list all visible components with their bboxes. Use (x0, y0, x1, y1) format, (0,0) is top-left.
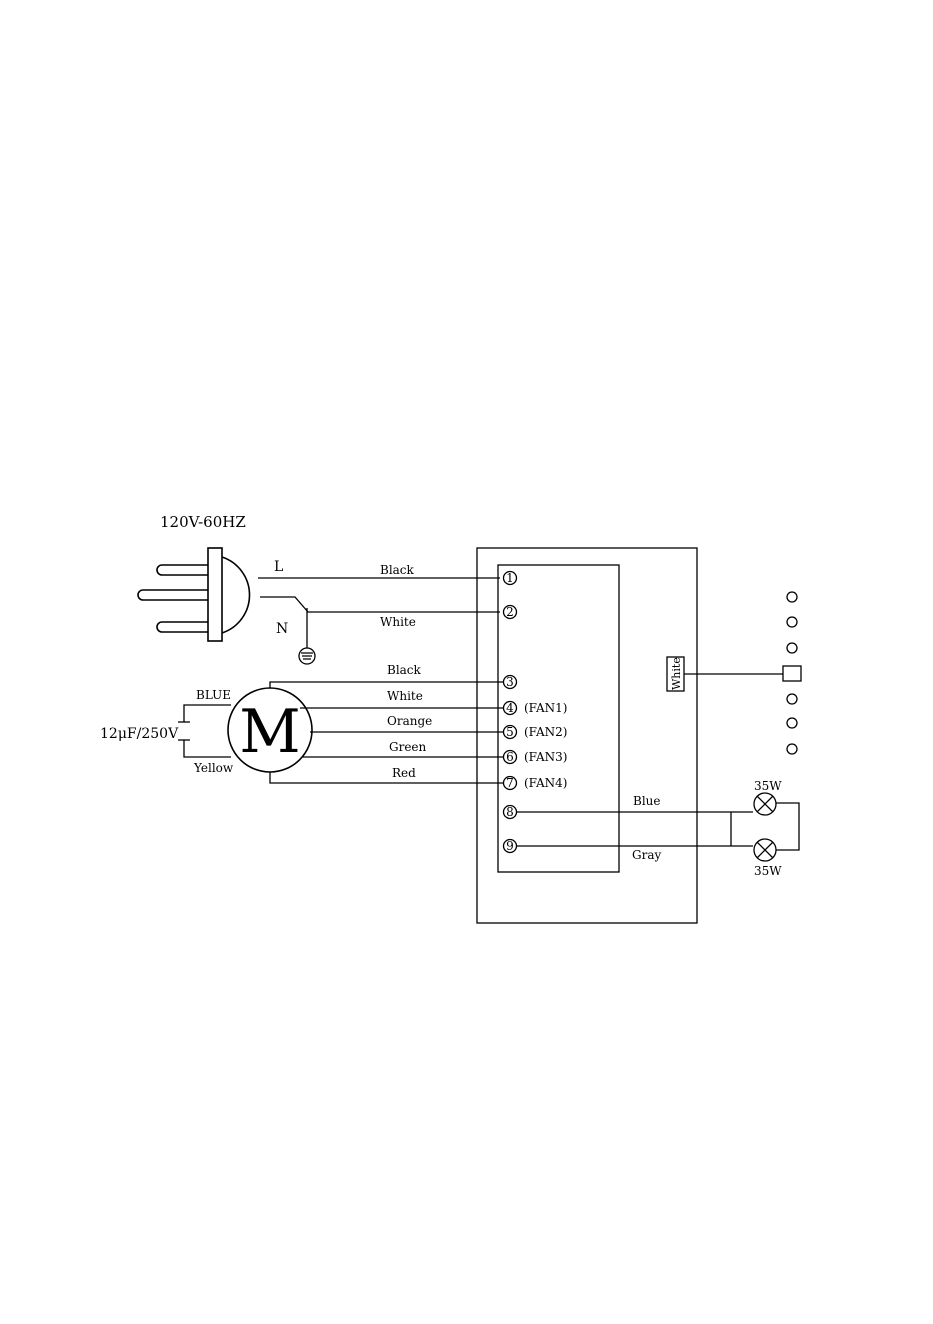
indicator-dot (787, 744, 797, 754)
wire-1-label: Black (380, 563, 415, 577)
terminal-2: 2 (504, 605, 517, 619)
indicator-dot (787, 643, 797, 653)
lamp-top-rating: 35W (754, 779, 782, 793)
switch-wire-label: White (670, 657, 683, 690)
terminal-8: 8 (504, 805, 517, 819)
plug-icon (138, 548, 250, 641)
wire-7 (270, 772, 503, 783)
terminal-label: (FAN4) (524, 776, 567, 790)
terminal-number: 2 (506, 605, 514, 619)
plug-live-label: L (274, 559, 283, 575)
wire-2-label: White (380, 615, 416, 629)
capacitor-icon (178, 705, 231, 757)
indicator-dot (787, 592, 797, 602)
voltage-label: 120V-60HZ (160, 513, 246, 531)
terminal-number: 9 (506, 839, 514, 853)
wire-6-label: Green (389, 740, 427, 754)
plug-neutral-label: N (276, 621, 288, 637)
capacitor-rating: 12μF/250V (100, 726, 179, 742)
terminal-4: 4 (FAN1) (504, 701, 568, 715)
terminal-7: 7 (FAN4) (504, 776, 568, 790)
wire-9-label: Gray (632, 848, 661, 862)
switch-connector (783, 666, 801, 681)
terminal-number: 6 (506, 750, 514, 764)
wire-8-label: Blue (633, 794, 661, 808)
terminal-number: 5 (506, 725, 514, 739)
indicator-dot (787, 718, 797, 728)
capacitor-top-wire-label: BLUE (196, 688, 231, 702)
lamp-bottom-rating: 35W (754, 864, 782, 878)
terminal-6: 6 (FAN3) (504, 750, 568, 764)
terminal-number: 3 (506, 675, 514, 689)
wire-7-label: Red (392, 766, 416, 780)
wire-5-label: Orange (387, 714, 432, 728)
ground-icon (299, 608, 315, 664)
indicator-dot (787, 694, 797, 704)
indicator-dot (787, 617, 797, 627)
terminal-label: (FAN3) (524, 750, 567, 764)
terminal-number: 8 (506, 805, 514, 819)
lamp-icon (754, 793, 776, 815)
lamp-right-bus (776, 803, 799, 850)
terminal-9: 9 (504, 839, 517, 853)
capacitor-bottom-wire-label: Yellow (193, 761, 234, 775)
terminal-5: 5 (FAN2) (504, 725, 568, 739)
terminal-label: (FAN2) (524, 725, 567, 739)
wire-3-label: Black (387, 663, 422, 677)
terminal-number: 4 (506, 701, 514, 715)
switch-panel (783, 592, 801, 754)
terminal-number: 7 (506, 776, 514, 790)
terminal-1: 1 (504, 571, 517, 585)
wire-3 (270, 682, 503, 688)
terminal-label: (FAN1) (524, 701, 567, 715)
terminal-number: 1 (506, 571, 514, 585)
lamp-icon (754, 839, 776, 861)
wire-2 (260, 597, 500, 612)
motor-symbol: M (239, 697, 300, 767)
wire-4-label: White (387, 689, 423, 703)
terminal-3: 3 (504, 675, 517, 689)
